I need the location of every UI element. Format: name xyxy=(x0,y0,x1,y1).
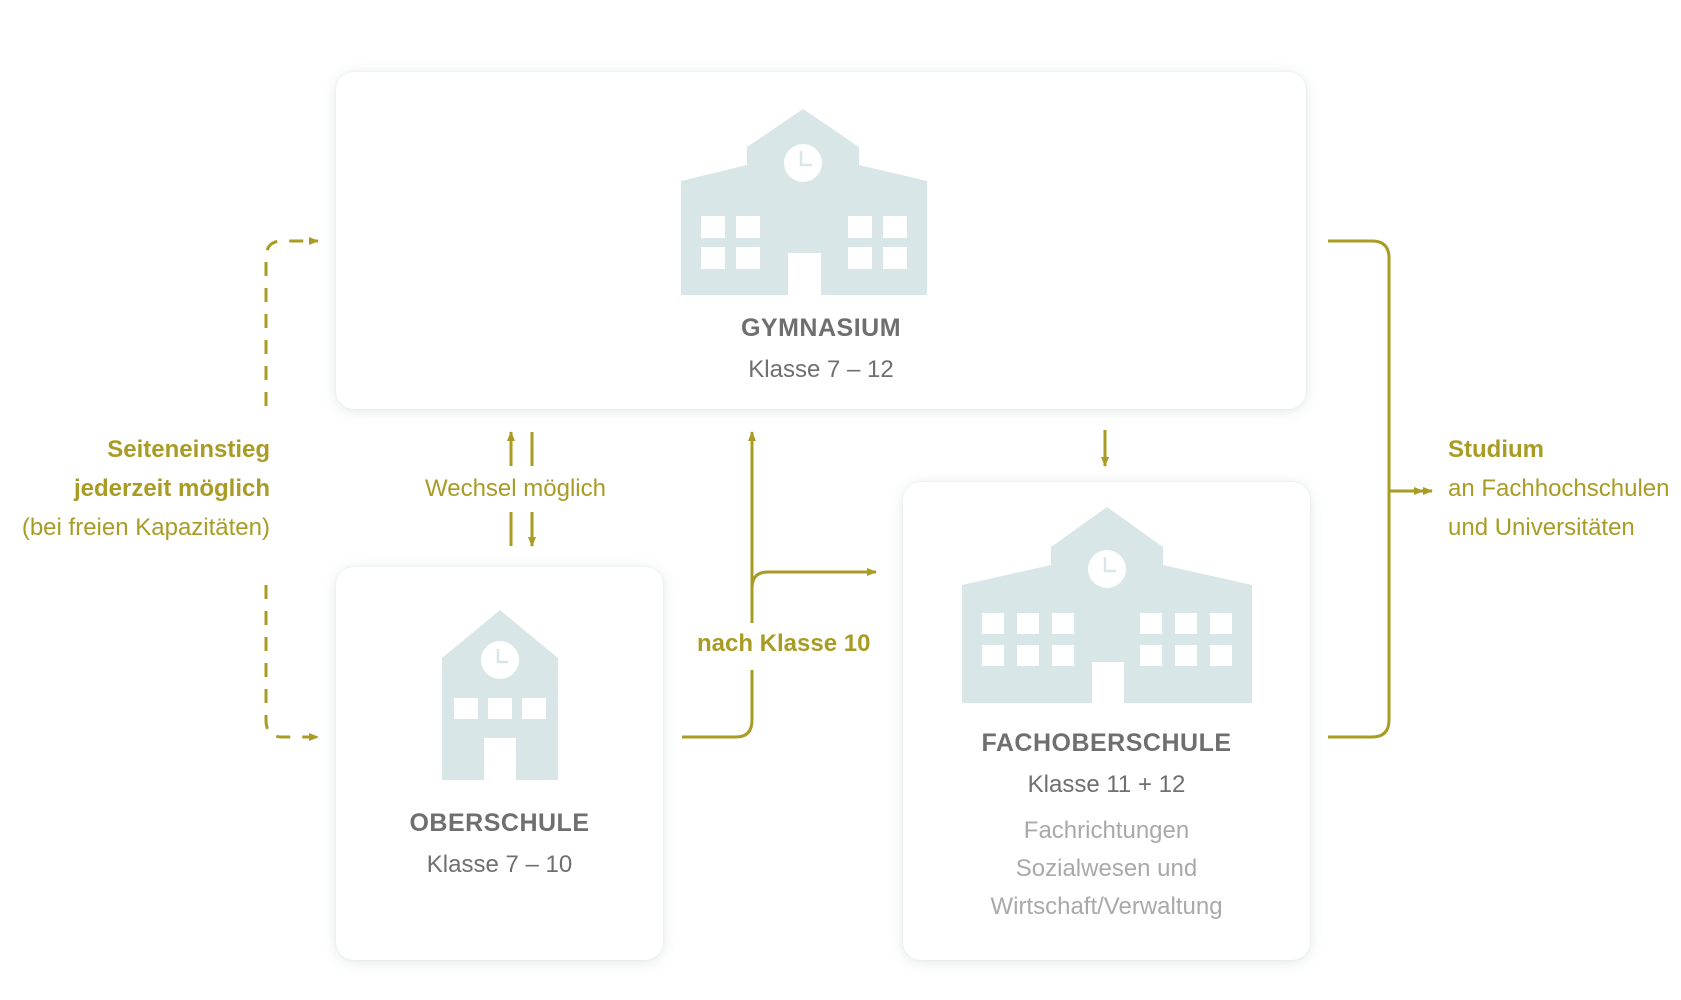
wechsel-label: Wechsel möglich xyxy=(425,475,606,502)
wirtschaft-line: Wirtschaft/Verwaltung xyxy=(990,893,1223,920)
gymnasium-card: GYMNASIUM Klasse 7 – 12 xyxy=(336,72,1306,409)
oberschule-exit-line xyxy=(682,670,754,739)
fachoberschule-description: Fachrichtungen Sozialwesen und Wirtschaf… xyxy=(903,812,1310,926)
school-building-icon xyxy=(681,109,927,295)
seiteneinstieg-label: Seiteneinstieg xyxy=(107,436,270,463)
gymnasium-title: GYMNASIUM xyxy=(740,314,902,342)
oberschule-grades: Klasse 7 – 10 xyxy=(426,851,573,878)
school-building-icon xyxy=(962,507,1252,703)
sozialwesen-line: Sozialwesen und xyxy=(1015,855,1198,882)
fachoberschule-grades: Klasse 11 + 12 xyxy=(1027,771,1186,798)
fachoberschule-card: FACHOBERSCHULE Klasse 11 + 12 Fachrichtu… xyxy=(903,482,1310,960)
studium-label: Studium xyxy=(1448,436,1544,463)
nach-klasse-label: nach Klasse 10 xyxy=(697,630,871,657)
fachhochschulen-label: an Fachhochschulen xyxy=(1448,475,1670,502)
studium-bracket xyxy=(1328,239,1391,739)
gymnasium-grades: Klasse 7 – 12 xyxy=(748,356,894,383)
oberschule-card: OBERSCHULE Klasse 7 – 10 xyxy=(336,567,663,960)
fachrichtungen-line: Fachrichtungen xyxy=(1023,817,1190,844)
arrow-to-fachoberschule xyxy=(750,568,877,589)
jederzeit-label: jederzeit möglich xyxy=(73,475,270,502)
universitaeten-label: und Universitäten xyxy=(1448,514,1635,541)
side-entry-bracket-top xyxy=(264,237,319,406)
kapazitaeten-label: (bei freien Kapazitäten) xyxy=(21,514,270,541)
school-building-icon xyxy=(442,610,558,780)
oberschule-title: OBERSCHULE xyxy=(409,809,590,837)
fachoberschule-title: FACHOBERSCHULE xyxy=(981,729,1232,757)
side-entry-bracket-bottom xyxy=(264,585,319,741)
